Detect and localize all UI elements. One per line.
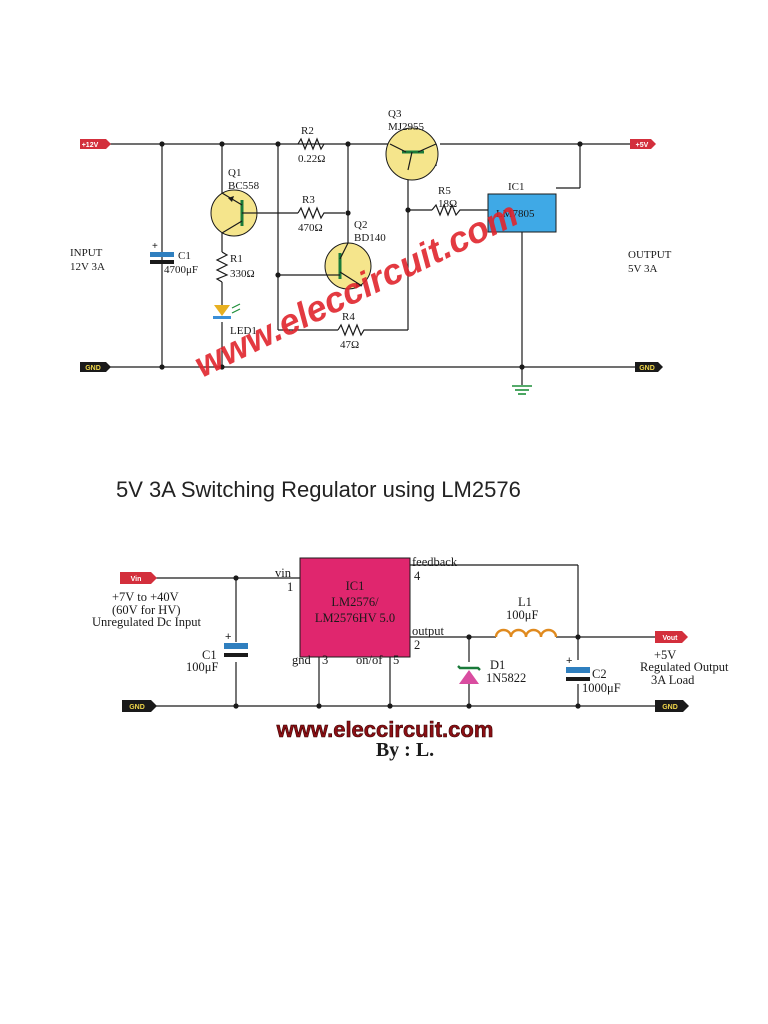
r1-name: R1	[230, 253, 243, 265]
transistor-q3: Q3 MJ2955	[385, 108, 439, 181]
ic2-part-2: LM2576HV 5.0	[315, 611, 395, 625]
section-title: 5V 3A Switching Regulator using LM2576	[116, 477, 521, 502]
pin-feedback-num: 4	[414, 569, 421, 583]
svg-text:+: +	[566, 655, 572, 667]
ic1-part: LM7805	[496, 208, 535, 220]
q3-name: Q3	[388, 108, 402, 120]
output-label-2: 5V 3A	[628, 263, 657, 275]
l1-value: 100μF	[506, 608, 538, 622]
diode-d1: D1 1N5822	[457, 658, 526, 685]
pin-vin: vin	[275, 566, 292, 580]
input-label-2: 12V 3A	[70, 261, 105, 273]
r4-name: R4	[342, 311, 355, 323]
l1-name: L1	[518, 595, 532, 609]
ic-lm7805: IC1 LM7805	[487, 181, 557, 233]
transistor-q2: Q2 BD140	[324, 219, 386, 290]
r2-value: 0.22Ω	[298, 153, 325, 165]
ground-symbol	[512, 385, 532, 395]
svg-text:+: +	[225, 631, 231, 643]
led-1: LED1	[213, 303, 257, 337]
tag-gnd-right-2-text: GND	[662, 704, 678, 711]
r3-name: R3	[302, 194, 315, 206]
q1-part: BC558	[228, 180, 260, 192]
tag-plus12v: +12V	[80, 139, 111, 149]
ic-lm2576: IC1 LM2576/ LM2576HV 5.0 vin 1 feedback …	[275, 555, 458, 667]
tag-gnd-right-1: GND	[635, 362, 663, 372]
circuit-2-wires	[156, 564, 655, 707]
pin-onoff: on/of	[356, 653, 383, 667]
q1-name: Q1	[228, 167, 241, 179]
output-label-1: OUTPUT	[628, 249, 672, 261]
c1-name: C1	[178, 250, 191, 262]
resistor-r3: R3 470Ω	[297, 194, 328, 234]
resistor-r1: R1 330Ω	[215, 251, 255, 283]
pin-feedback: feedback	[412, 555, 458, 569]
ic1-name: IC1	[508, 181, 525, 193]
tag-plus12v-text: +12V	[82, 142, 99, 149]
vin-line-2: (60V for HV)	[112, 603, 181, 617]
c1-2-value: 100μF	[186, 660, 218, 674]
pin-output-num: 2	[414, 638, 420, 652]
vout-line-2: Regulated Output	[640, 660, 729, 674]
input-label-1: INPUT	[70, 247, 103, 259]
tag-vout: Vout	[655, 631, 688, 643]
capacitor-c1: + C1 4700μF	[150, 241, 198, 276]
tag-gnd-left-2: GND	[122, 700, 157, 712]
byline: By : L.	[376, 739, 434, 761]
pin-onoff-num: 5	[393, 653, 399, 667]
tag-gnd-right-1-text: GND	[639, 365, 655, 372]
tag-gnd-left-2-text: GND	[129, 704, 145, 711]
vin-line-3: Unregulated Dc Input	[92, 615, 202, 629]
capacitor-c1-2: + C1 100μF	[186, 631, 248, 674]
tag-plus5v: +5V	[630, 139, 656, 149]
r1-value: 330Ω	[230, 268, 255, 280]
q2-name: Q2	[354, 219, 367, 231]
r2-name: R2	[301, 125, 314, 137]
led-name: LED1	[230, 325, 257, 337]
q3-part: MJ2955	[388, 121, 425, 133]
inductor-l1: L1 100μF	[494, 595, 558, 638]
resistor-r2: R2 0.22Ω	[297, 125, 325, 165]
resistor-r4: R4 47Ω	[337, 311, 370, 351]
watermark-2: www.eleccircuit.com	[276, 717, 494, 742]
capacitor-c2: + C2 1000μF	[566, 655, 621, 695]
pin-output: output	[412, 624, 444, 638]
transistor-q1: Q1 BC558	[210, 167, 260, 237]
pin-gnd-num: 3	[322, 653, 328, 667]
pin-vin-num: 1	[287, 580, 293, 594]
circuit-1-wires	[110, 143, 635, 385]
ic2-part-1: LM2576/	[331, 595, 379, 609]
vout-line-3: 3A Load	[651, 673, 695, 687]
d1-name: D1	[490, 658, 505, 672]
c2-name: C2	[592, 667, 607, 681]
r5-name: R5	[438, 185, 451, 197]
vout-line-1: +5V	[654, 648, 676, 662]
q2-part: BD140	[354, 232, 386, 244]
circuit-1: +12V +5V GND GND INPUT 12V 3A OUTPUT 5V …	[70, 108, 672, 395]
svg-text:+: +	[152, 241, 158, 252]
tag-gnd-right-2: GND	[655, 700, 689, 712]
r5-value: 18Ω	[438, 198, 457, 210]
c2-value: 1000μF	[582, 681, 621, 695]
tag-vout-text: Vout	[662, 635, 678, 642]
resistor-r5: R5 18Ω	[431, 185, 466, 217]
circuit-1-junctions	[159, 141, 583, 370]
circuit-2-junctions	[233, 575, 581, 709]
c1-value: 4700μF	[164, 264, 198, 276]
circuit-2: Vin Vout GND GND +7V to +40V (60V for HV…	[92, 555, 729, 761]
ic2-name: IC1	[346, 579, 365, 593]
tag-gnd-left-1-text: GND	[85, 365, 101, 372]
tag-gnd-left-1: GND	[80, 362, 111, 372]
tag-vin: Vin	[120, 572, 157, 584]
d1-part: 1N5822	[486, 671, 526, 685]
r3-value: 470Ω	[298, 222, 323, 234]
tag-vin-text: Vin	[131, 576, 142, 583]
tag-plus5v-text: +5V	[636, 142, 649, 149]
c1-2-name: C1	[202, 648, 217, 662]
r4-value: 47Ω	[340, 339, 359, 351]
pin-gnd: gnd	[292, 653, 312, 667]
vin-line-1: +7V to +40V	[112, 590, 179, 604]
